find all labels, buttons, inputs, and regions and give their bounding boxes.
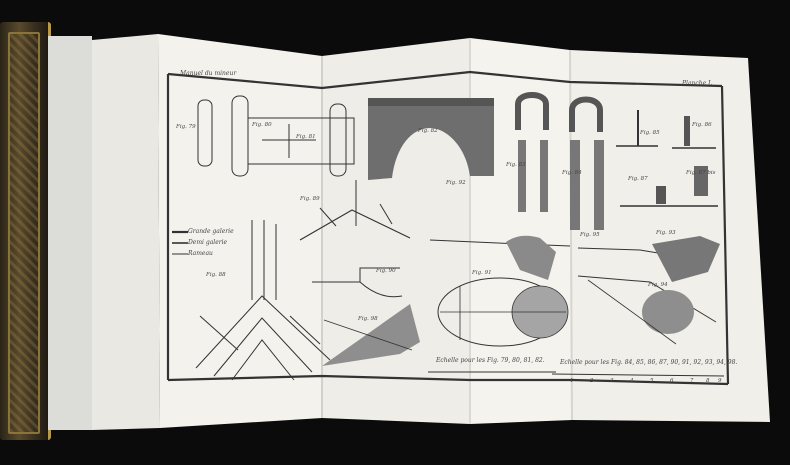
- figure-label: Fig. 80: [252, 122, 272, 128]
- figure-label: Fig. 84: [562, 170, 582, 176]
- legend-item: Grande galerie: [188, 228, 234, 235]
- figure-label: Fig. 95: [580, 232, 600, 238]
- scale-caption-left: Echelle pour les Fig. 79, 80, 81, 82.: [436, 357, 545, 364]
- fig-79-drawing: [197, 99, 213, 167]
- spine-gilt-tooling: [8, 32, 40, 434]
- fig-95-drawing: [642, 290, 694, 334]
- scale-bar-right: [551, 373, 725, 377]
- fig-98-drawing: [322, 304, 420, 366]
- fig-88-drawing: [195, 220, 331, 381]
- paper-panel-5: [570, 50, 770, 422]
- figure-label: Fig. 93: [656, 230, 676, 236]
- figure-label: Fig. 92: [446, 180, 466, 186]
- paper-panel-1: [92, 34, 160, 430]
- figure-label: Fig. 81: [296, 134, 316, 140]
- fig-90-drawing: [312, 267, 400, 283]
- figure-label: Fig. 89: [300, 196, 320, 202]
- scale-number: 5: [650, 378, 654, 384]
- plate-border-bottom: [167, 374, 729, 386]
- plate-border-top: [167, 70, 723, 90]
- fig-89-drawing: [299, 209, 411, 241]
- fig-82-arch: [368, 100, 494, 180]
- figure-label: Fig. 82: [418, 128, 438, 134]
- scale-number: 9: [718, 378, 722, 384]
- fig-84-pillar: [570, 140, 580, 230]
- fig-84-arch: [569, 96, 603, 132]
- figure-label: Fig. 90: [376, 268, 396, 274]
- plate-header-right: Planche I.: [682, 80, 713, 87]
- fig-87-bis-drawing: [694, 166, 708, 196]
- paper-panel-2: [158, 34, 322, 428]
- scale-number: 3: [610, 378, 614, 384]
- left-page-edge: [48, 36, 92, 430]
- plate-border-right: [720, 85, 730, 385]
- figure-label: Fig. 87 bis: [686, 170, 716, 176]
- legend-item: Demi galerie: [188, 239, 228, 246]
- figure-label: Fig. 94: [648, 282, 668, 288]
- figure-label: Fig. 88: [206, 272, 226, 278]
- figure-label: Fig. 83: [506, 162, 526, 168]
- fig-94-drawing: [577, 275, 717, 323]
- scale-number: 1: [570, 378, 574, 384]
- figure-label: Fig. 86: [692, 122, 712, 128]
- figure-label: Fig. 85: [640, 130, 660, 136]
- legend-item: Rameau: [188, 250, 213, 257]
- figure-label: Fig. 87: [628, 176, 648, 182]
- plate-header-left: Manuel du mineur: [180, 70, 237, 77]
- figure-label: Fig. 79: [176, 124, 196, 130]
- figure-label: Fig. 91: [472, 270, 492, 276]
- fig-81-drawing: [247, 117, 355, 165]
- scale-number: 6: [670, 378, 674, 384]
- fig-83-arch: [515, 92, 549, 130]
- scale-number: 7: [690, 378, 694, 384]
- scale-number: 2: [590, 378, 594, 384]
- scale-number: 8: [706, 378, 710, 384]
- fig-83-pillar: [518, 140, 526, 212]
- scale-number: 4: [630, 378, 634, 384]
- figure-label: Fig. 98: [358, 316, 378, 322]
- scale-caption-right: Echelle pour les Fig. 84, 85, 86, 87, 90…: [560, 359, 738, 366]
